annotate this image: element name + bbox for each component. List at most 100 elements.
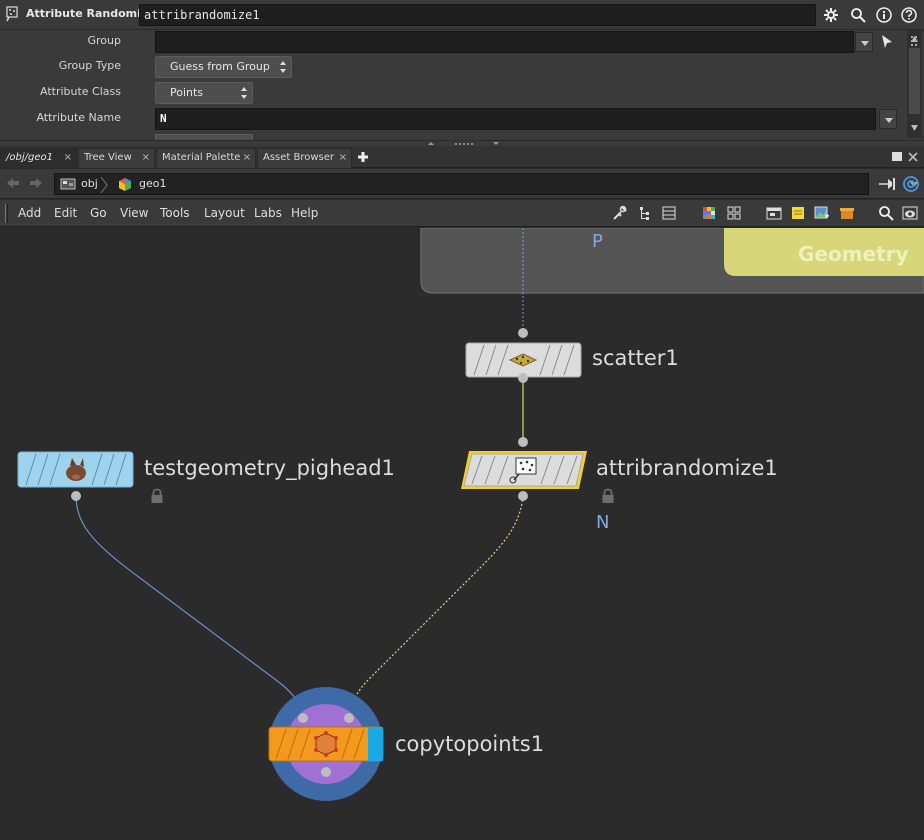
display-flag[interactable] xyxy=(368,727,383,761)
list-view-icon[interactable] xyxy=(661,205,677,221)
param-row-attribute-name: Attribute Name N xyxy=(0,108,905,130)
attribute-name-field[interactable]: N xyxy=(155,108,876,130)
tab-obj-geo1[interactable]: /obj/geo1 × xyxy=(0,148,77,168)
back-arrow-icon[interactable] xyxy=(6,177,20,189)
shape-palette-icon[interactable] xyxy=(726,205,742,221)
next-param-menu[interactable] xyxy=(155,134,253,140)
select-arrow-icon[interactable] xyxy=(880,34,894,50)
input-connector-left[interactable] xyxy=(298,713,308,723)
attribute-name-dropdown-icon[interactable] xyxy=(879,109,897,129)
sticky-note-icon[interactable] xyxy=(790,205,806,221)
crumb-obj[interactable]: obj xyxy=(81,177,98,190)
param-row-group: Group xyxy=(0,31,905,53)
crumb-geo1[interactable]: geo1 xyxy=(139,177,167,190)
collapse-down-icon[interactable] xyxy=(492,141,500,146)
network-canvas[interactable] xyxy=(0,228,924,840)
network-editor[interactable]: Geometry P scatter1 attribrandomize1 N t… xyxy=(0,228,924,840)
zoom-icon[interactable] xyxy=(878,205,894,221)
image-icon[interactable] xyxy=(814,205,830,221)
close-icon[interactable]: × xyxy=(338,152,347,163)
gear-icon[interactable] xyxy=(821,5,841,25)
tree-layout-icon[interactable] xyxy=(637,205,653,221)
tab-material-palette[interactable]: Material Palette × xyxy=(156,148,256,168)
path-bar: obj geo1 xyxy=(0,169,924,199)
scroll-grip-icon xyxy=(910,32,919,46)
attribute-flag-label: N xyxy=(596,512,610,533)
node-label-scatter1[interactable]: scatter1 xyxy=(592,346,679,370)
lock-icon xyxy=(151,488,163,503)
add-tab-icon[interactable] xyxy=(356,148,370,166)
menu-labs[interactable]: Labs xyxy=(254,206,282,220)
menu-view[interactable]: View xyxy=(120,206,149,220)
group-dropdown-icon[interactable] xyxy=(855,32,873,52)
node-testgeometry-pighead1[interactable] xyxy=(17,451,134,501)
output-connector[interactable] xyxy=(71,491,81,501)
collapse-up-icon[interactable] xyxy=(427,141,435,146)
asset-box-icon[interactable] xyxy=(839,205,855,221)
menu-go[interactable]: Go xyxy=(90,206,107,220)
menu-add[interactable]: Add xyxy=(18,206,42,220)
crumb-separator-icon xyxy=(100,176,108,194)
output-connector[interactable] xyxy=(321,767,331,777)
node-stripes xyxy=(275,728,365,760)
pane-close-icon[interactable] xyxy=(906,149,920,165)
parameter-header: Attribute Randomize attribrandomize1 xyxy=(0,0,924,30)
pighead-node-icon xyxy=(66,458,86,481)
tab-label: Tree View xyxy=(84,152,132,163)
pin-icon[interactable] xyxy=(878,176,898,192)
node-scatter1[interactable] xyxy=(465,328,582,383)
param-label-group: Group xyxy=(87,34,122,47)
wire-testgeometry-to-copytopoints[interactable] xyxy=(75,495,304,719)
tab-tree-view[interactable]: Tree View × xyxy=(78,148,155,168)
network-box[interactable] xyxy=(420,228,924,294)
link-icon[interactable] xyxy=(902,175,920,193)
node-attribrandomize1[interactable] xyxy=(461,437,587,501)
lock-icon xyxy=(602,488,614,503)
wire-attribrandomize-to-copytopoints[interactable] xyxy=(348,495,524,719)
group-type-menu[interactable]: Guess from Group xyxy=(155,56,292,78)
node-copytopoints1[interactable] xyxy=(268,687,384,801)
forward-arrow-icon[interactable] xyxy=(29,177,43,189)
color-palette-icon[interactable] xyxy=(701,205,717,221)
pane-splitter[interactable] xyxy=(0,140,924,146)
input-connector-right[interactable] xyxy=(344,713,354,723)
menu-layout[interactable]: Layout xyxy=(204,206,245,220)
group-field[interactable] xyxy=(155,31,854,53)
menu-tools[interactable]: Tools xyxy=(160,206,190,220)
pane-menu-icon[interactable] xyxy=(892,152,902,161)
eye-icon[interactable] xyxy=(902,205,918,221)
output-connector[interactable] xyxy=(518,491,528,501)
scroll-down-icon[interactable] xyxy=(910,123,919,133)
parameter-pane: Attribute Randomize attribrandomize1 Gro… xyxy=(0,0,924,146)
input-connector[interactable] xyxy=(518,328,528,338)
node-type-label: Attribute Randomize xyxy=(26,7,155,20)
path-field[interactable]: obj geo1 xyxy=(54,173,918,195)
close-icon[interactable]: × xyxy=(141,152,150,163)
output-connector[interactable] xyxy=(518,373,528,383)
node-label-attribrandomize1[interactable]: attribrandomize1 xyxy=(596,456,778,480)
network-menu-bar: Add Edit Go View Tools Layout Labs Help xyxy=(0,200,924,227)
scroll-thumb[interactable] xyxy=(909,48,920,114)
menu-edit[interactable]: Edit xyxy=(54,206,78,220)
menu-help[interactable]: Help xyxy=(291,206,319,220)
menu-grip[interactable] xyxy=(5,204,8,223)
attribute-class-menu[interactable]: Points xyxy=(155,82,253,104)
param-label-group-type: Group Type xyxy=(58,59,121,72)
close-icon[interactable]: × xyxy=(242,152,251,163)
tab-label: /obj/geo1 xyxy=(6,152,53,163)
close-icon[interactable]: × xyxy=(63,152,72,163)
copytopoints-node-icon xyxy=(314,731,338,757)
param-row-group-type: Group Type Guess from Group xyxy=(0,56,905,78)
node-name-field[interactable]: attribrandomize1 xyxy=(139,4,816,26)
node-label-testgeometry-pighead1[interactable]: testgeometry_pighead1 xyxy=(144,456,395,480)
tab-asset-browser[interactable]: Asset Browser × xyxy=(257,148,352,168)
search-icon[interactable] xyxy=(848,5,868,25)
input-connector[interactable] xyxy=(518,437,528,447)
node-label-copytopoints1[interactable]: copytopoints1 xyxy=(395,732,545,756)
network-box-icon[interactable] xyxy=(766,205,782,221)
info-icon[interactable] xyxy=(874,5,894,25)
wrench-icon[interactable] xyxy=(612,205,628,221)
param-label-attribute-class: Attribute Class xyxy=(39,85,121,98)
node-stripes xyxy=(471,455,578,485)
help-icon[interactable] xyxy=(899,5,919,25)
